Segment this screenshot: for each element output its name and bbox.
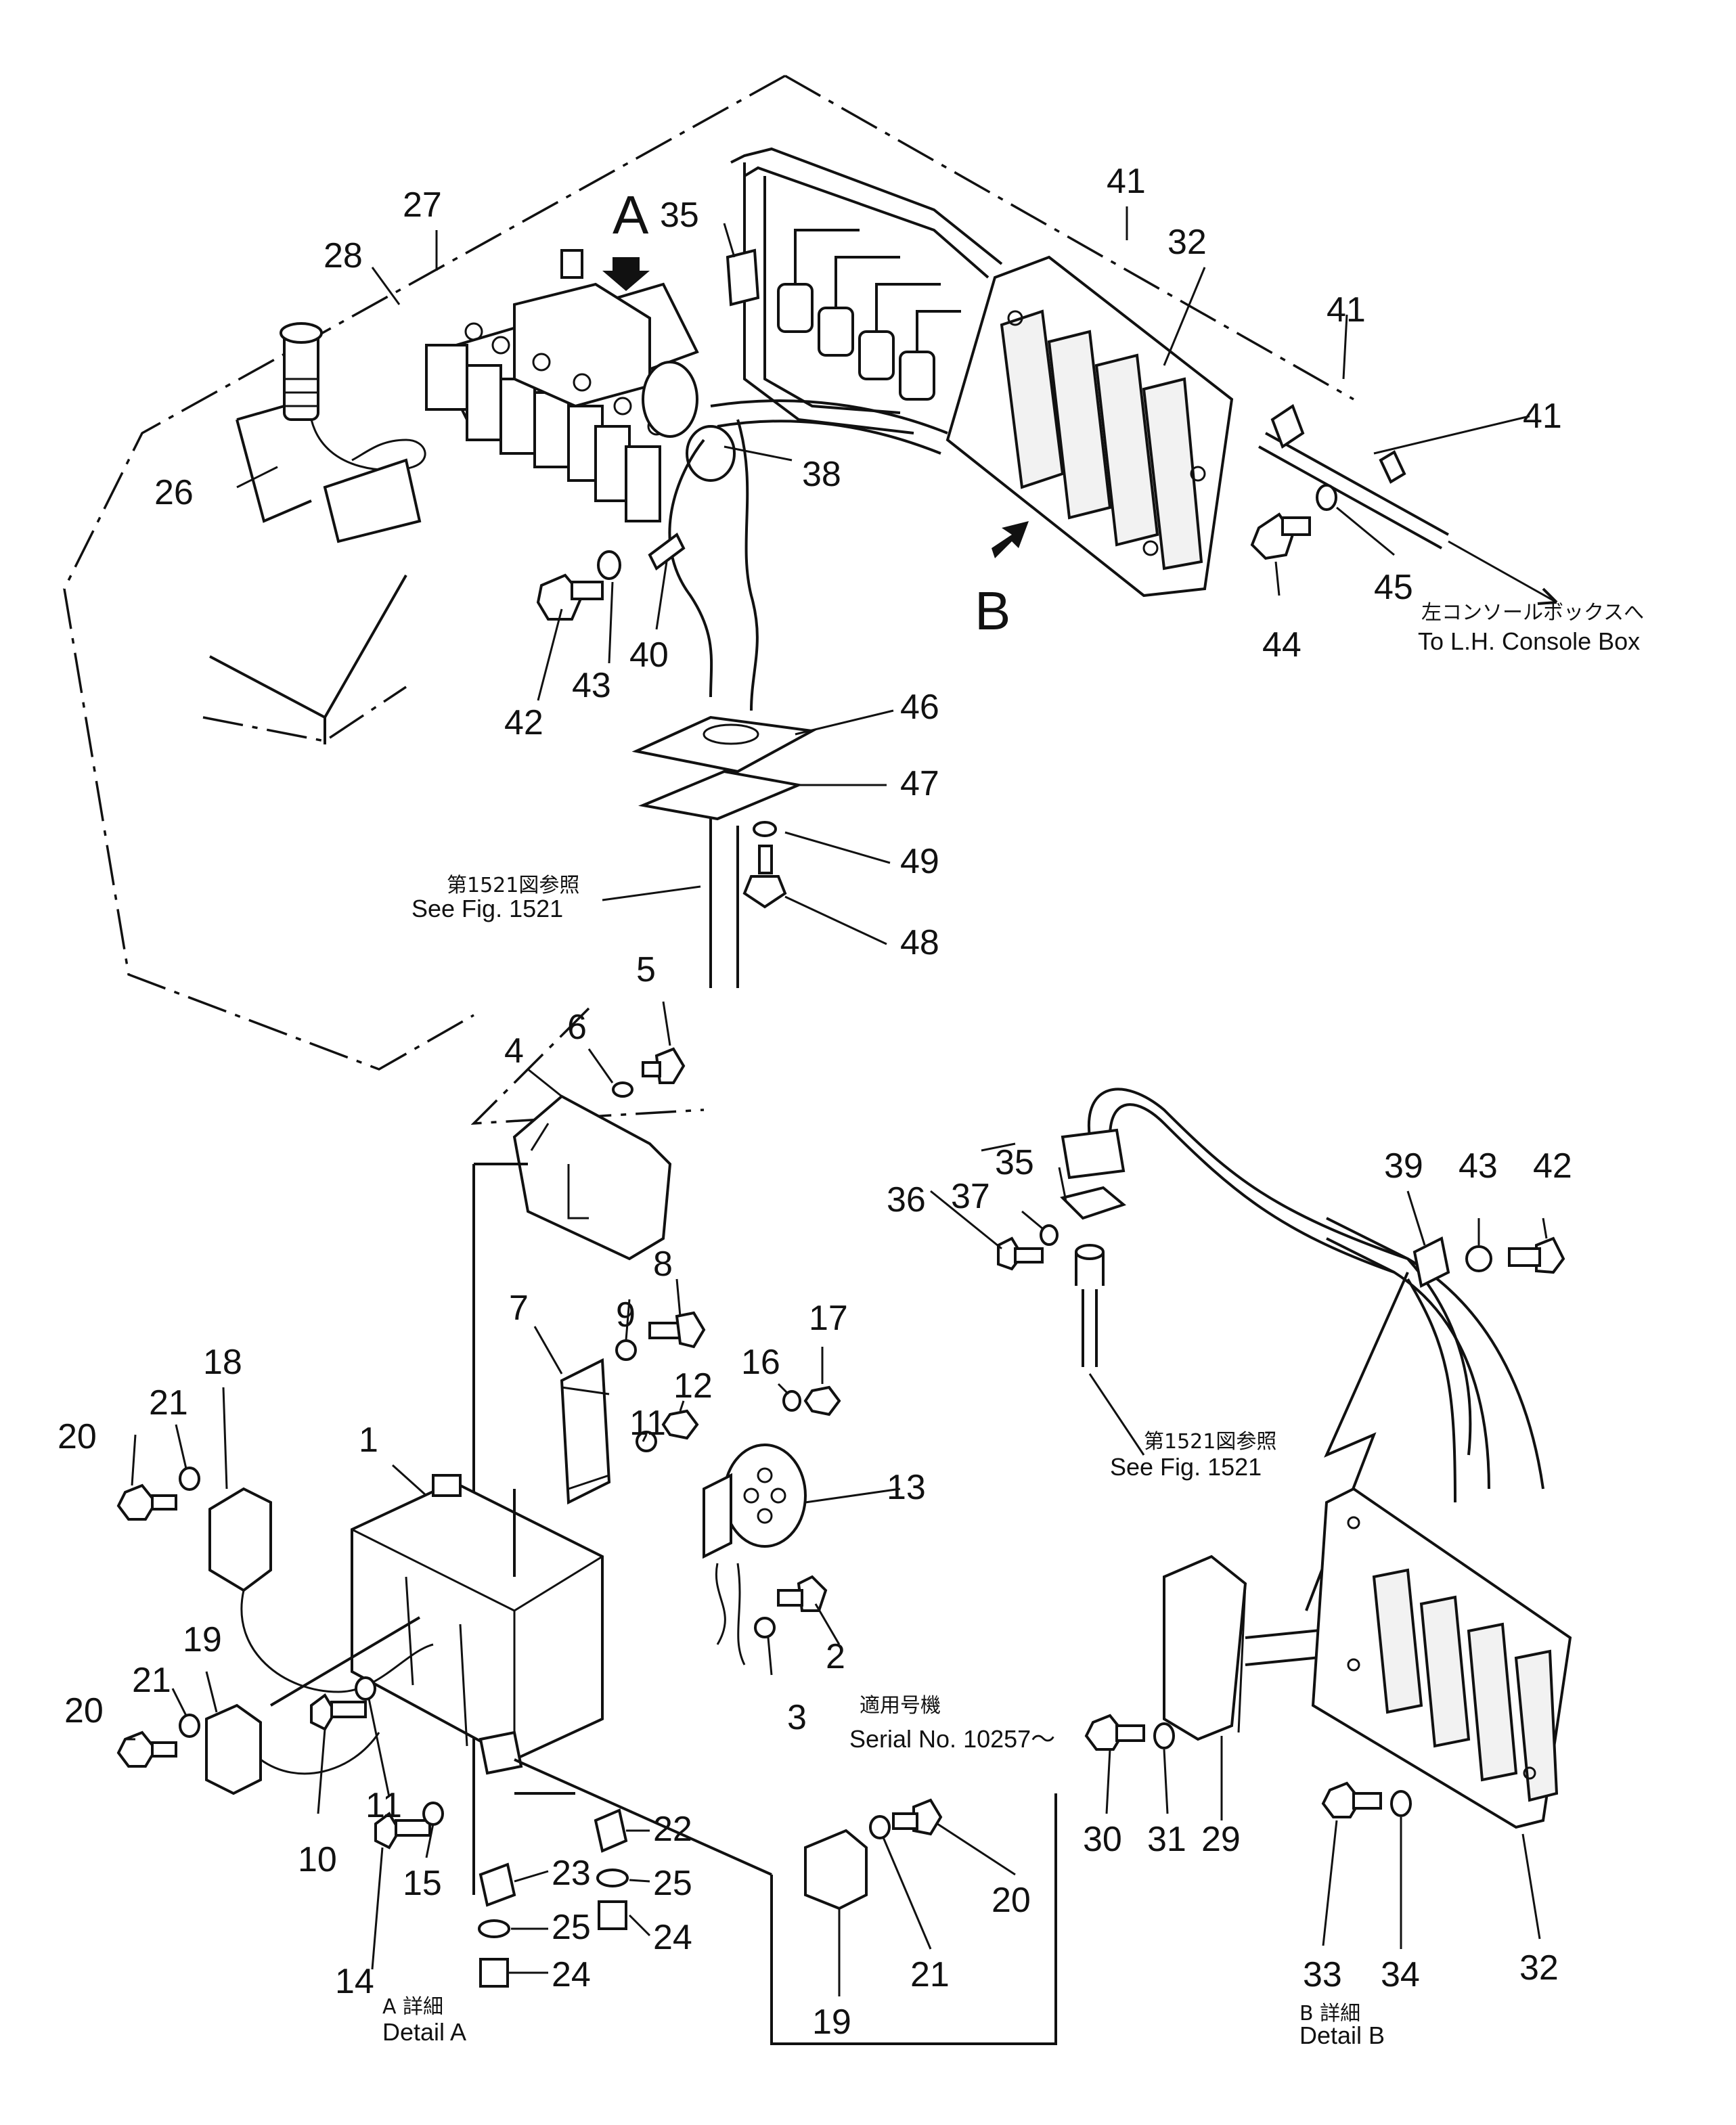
serial-relay-box: [770, 1793, 1057, 2045]
callout-25-b: 25: [552, 1908, 591, 1947]
callout-25-a: 25: [653, 1864, 692, 1903]
connector-row: [777, 229, 961, 401]
callout-40: 40: [629, 635, 669, 675]
callout-3: 3: [787, 1698, 807, 1737]
view-label-b: B: [975, 581, 1010, 641]
callout-13: 13: [887, 1468, 926, 1507]
note-fig-jp-1: 第1521図参照: [447, 874, 579, 897]
view-arrows: [602, 257, 1029, 558]
callout-20-a: 20: [58, 1417, 97, 1456]
callout-9: 9: [616, 1295, 636, 1335]
callout-30: 30: [1083, 1820, 1122, 1859]
callout-31: 31: [1147, 1820, 1186, 1859]
callout-44: 44: [1262, 625, 1301, 665]
callout-28: 28: [324, 236, 363, 275]
callout-17: 17: [809, 1299, 848, 1338]
callout-29: 29: [1201, 1820, 1241, 1859]
callout-5: 5: [636, 950, 656, 989]
callout-35-top: 35: [660, 196, 699, 235]
callout-39: 39: [1384, 1146, 1423, 1186]
callout-11-top: 11: [629, 1404, 666, 1443]
callout-38: 38: [802, 455, 841, 494]
callout-41-b: 41: [1327, 290, 1366, 330]
callout-32-top: 32: [1167, 223, 1207, 262]
callouts: 27 28 35 41 32 41 41 26 38 45 44 40 43 4…: [58, 162, 1572, 2042]
grommet-plates: [631, 715, 817, 988]
view-label-a: A: [613, 185, 649, 245]
callout-48: 48: [900, 923, 939, 962]
callout-6: 6: [567, 1008, 587, 1047]
callout-24-b: 24: [552, 1955, 591, 1994]
console-tube: [1250, 403, 1558, 605]
callout-8: 8: [653, 1245, 673, 1284]
note-detail-b-en: Detail B: [1299, 2021, 1385, 2049]
callout-26: 26: [154, 473, 194, 512]
callout-32-b: 32: [1519, 1948, 1559, 1988]
relay-block-assembly: [425, 249, 736, 522]
callout-16: 16: [741, 1343, 780, 1382]
note-console-en: To L.H. Console Box: [1418, 627, 1640, 655]
callout-14: 14: [335, 1962, 374, 2001]
callout-12: 12: [673, 1366, 713, 1406]
callout-1: 1: [359, 1421, 378, 1460]
note-detail-a-jp: A 詳細: [382, 1995, 443, 2019]
note-console-jp: 左コンソールボックスへ: [1421, 601, 1644, 625]
housing-phantom-outline: [63, 74, 1354, 1125]
callout-18: 18: [203, 1343, 242, 1382]
callout-20-b: 20: [64, 1691, 104, 1730]
callout-47: 47: [900, 764, 939, 803]
note-serial-jp: 適用号機: [860, 1694, 941, 1718]
callout-27: 27: [403, 185, 442, 225]
callout-36: 36: [887, 1180, 926, 1220]
callout-41-c: 41: [1523, 397, 1562, 436]
callout-21-a: 21: [149, 1383, 188, 1423]
note-serial-en: Serial No. 10257～: [849, 1725, 1055, 1753]
callout-2: 2: [826, 1637, 845, 1676]
detail-b: [997, 1088, 1572, 1829]
wire-harness: [648, 147, 1003, 711]
callout-21-b: 21: [132, 1661, 171, 1700]
callout-43-top: 43: [572, 666, 611, 705]
callout-23: 23: [552, 1854, 591, 1893]
callout-42-top: 42: [504, 703, 543, 742]
leader-lines: [125, 206, 1548, 1996]
note-fig-jp-2: 第1521図参照: [1144, 1430, 1276, 1454]
callout-21-c: 21: [910, 1955, 950, 1994]
note-detail-b-jp: B 詳細: [1299, 2002, 1360, 2026]
note-detail-a-en: Detail A: [382, 2018, 466, 2046]
callout-24-a: 24: [653, 1918, 692, 1957]
callout-19-b: 19: [812, 2003, 851, 2042]
callout-35-b: 35: [995, 1143, 1034, 1182]
callout-15: 15: [403, 1864, 442, 1903]
callout-45: 45: [1374, 568, 1413, 607]
callout-37: 37: [951, 1177, 990, 1216]
callout-19-a: 19: [183, 1620, 222, 1659]
callout-20-c: 20: [992, 1881, 1031, 1920]
callout-33: 33: [1303, 1955, 1342, 1994]
callout-43-b: 43: [1459, 1146, 1498, 1186]
callout-4: 4: [504, 1031, 524, 1071]
switch-panel-top: [945, 255, 1234, 598]
bolt-42-top: [536, 550, 621, 621]
callout-22: 22: [653, 1810, 692, 1849]
callout-7: 7: [509, 1289, 529, 1328]
callout-49: 49: [900, 842, 939, 881]
callout-34: 34: [1381, 1955, 1420, 1994]
detail-a: [116, 1047, 841, 1988]
callout-11-b: 11: [365, 1786, 402, 1825]
lighter-assembly: [209, 322, 426, 744]
note-fig-en-2: See Fig. 1521: [1110, 1453, 1262, 1481]
note-fig-en-1: See Fig. 1521: [411, 895, 563, 922]
callout-46: 46: [900, 688, 939, 727]
callout-10: 10: [298, 1840, 337, 1879]
callout-42-b: 42: [1533, 1146, 1572, 1186]
callout-41-a: 41: [1107, 162, 1146, 201]
